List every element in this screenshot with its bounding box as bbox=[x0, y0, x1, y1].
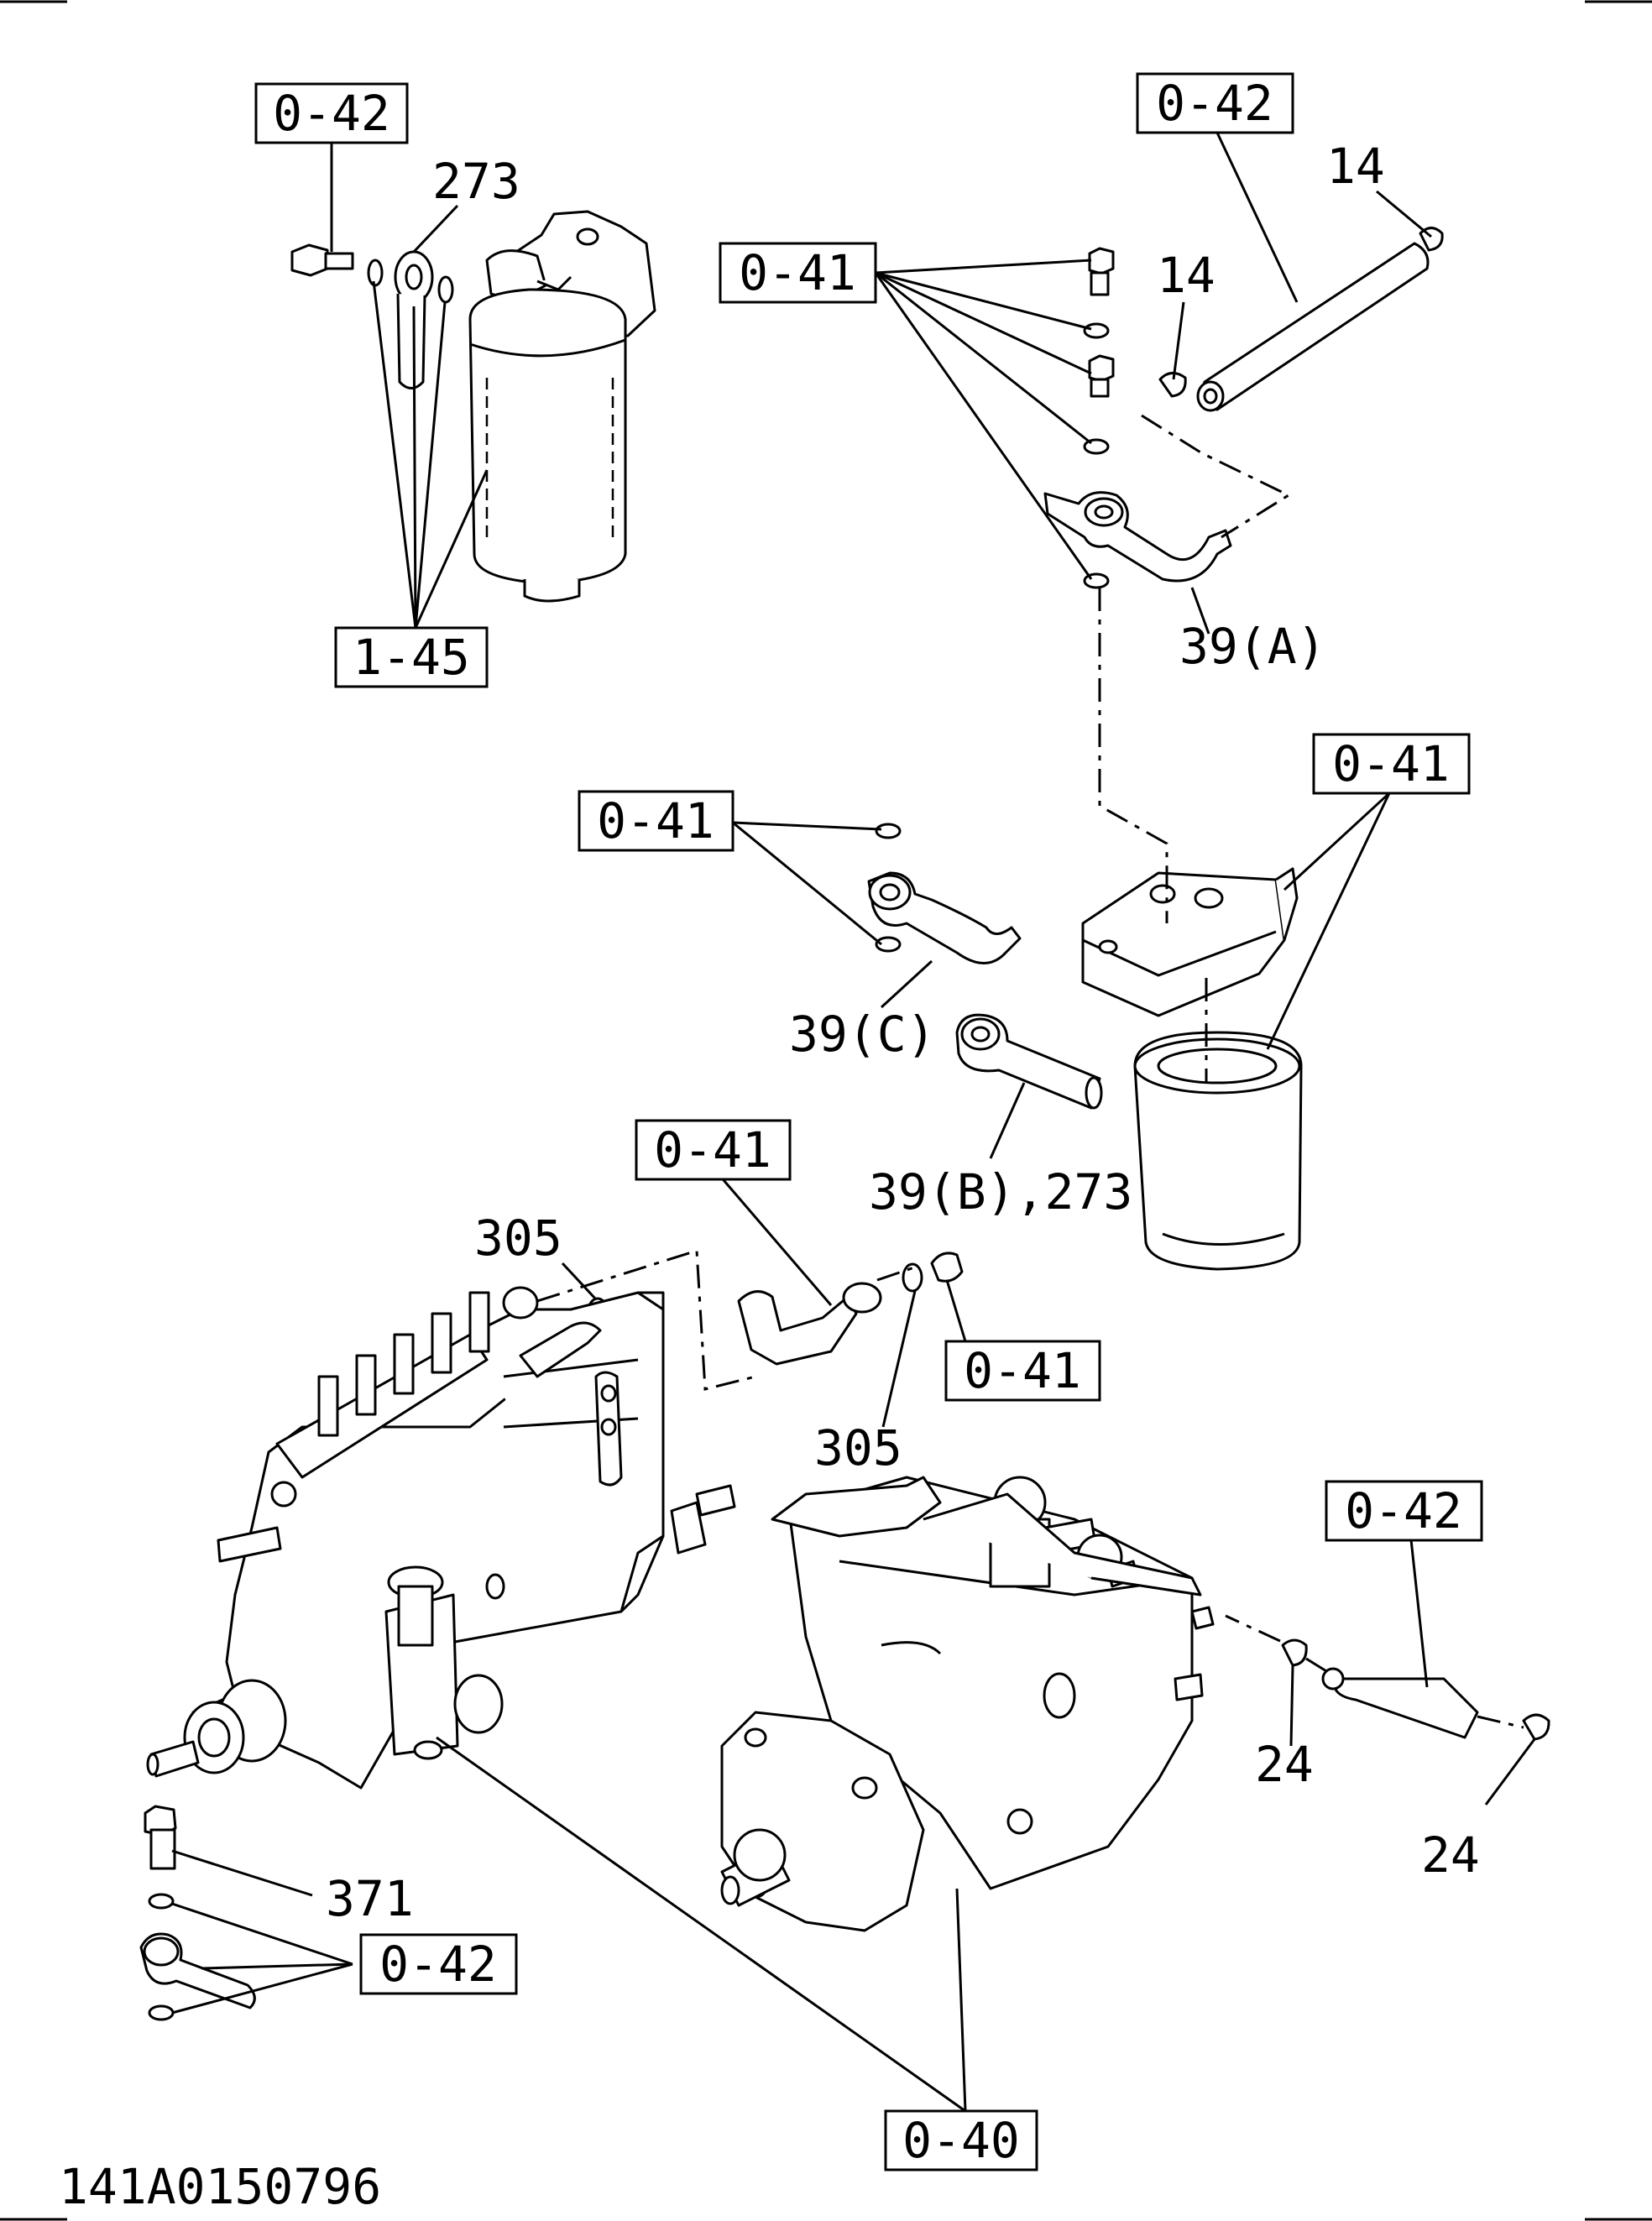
hose-clamps-24 bbox=[1281, 1638, 1550, 1741]
ref-box-label: 0-42 bbox=[379, 1936, 497, 1993]
part-label-24: 24 bbox=[1421, 1826, 1480, 1884]
ref-box-label: 0-41 bbox=[654, 1121, 771, 1178]
ref-box-0-41-overflow[interactable]: 0-41 bbox=[635, 1119, 792, 1181]
filter-head bbox=[1081, 867, 1299, 1017]
pipe-39a bbox=[1043, 491, 1232, 589]
part-label-14: 14 bbox=[1326, 138, 1385, 195]
ref-box-0-42-hose[interactable]: 0-42 bbox=[1325, 1480, 1483, 1542]
part-label-273: 273 bbox=[432, 153, 520, 210]
hose-clamps-14 bbox=[1158, 227, 1444, 398]
bolt-371-group bbox=[139, 1805, 256, 2021]
ref-box-1-45[interactable]: 1-45 bbox=[334, 626, 489, 688]
hose-upper bbox=[1196, 242, 1430, 412]
ref-box-0-42-bottom-left[interactable]: 0-42 bbox=[359, 1933, 518, 1995]
ref-box-0-41-pipe-c[interactable]: 0-41 bbox=[578, 790, 735, 852]
part-label-371: 371 bbox=[326, 1870, 414, 1927]
part-label-14: 14 bbox=[1157, 247, 1215, 304]
part-label-39a: 39(A) bbox=[1179, 618, 1326, 675]
ref-box-label: 0-41 bbox=[964, 1342, 1081, 1399]
drawing-number: 141A0150796 bbox=[59, 2158, 381, 2215]
ref-box-label: 0-42 bbox=[273, 85, 390, 142]
part-label-24: 24 bbox=[1255, 1736, 1314, 1793]
delivery-valves bbox=[317, 1291, 490, 1437]
ref-box-label: 1-45 bbox=[353, 629, 470, 686]
injection-pump bbox=[146, 1286, 736, 1790]
pipe-39c bbox=[867, 823, 1022, 964]
leader-lines bbox=[171, 132, 1536, 2113]
part-label-39c: 39(C) bbox=[789, 1006, 936, 1063]
ref-box-0-41-upper[interactable]: 0-41 bbox=[719, 242, 877, 304]
ref-box-label: 0-41 bbox=[597, 792, 714, 849]
ref-box-label: 0-40 bbox=[902, 2112, 1020, 2169]
part-label-305: 305 bbox=[474, 1210, 562, 1267]
ref-box-label: 0-42 bbox=[1345, 1482, 1462, 1539]
part-label-305: 305 bbox=[814, 1419, 902, 1476]
filter-cartridge bbox=[1133, 1031, 1303, 1271]
ref-box-label: 0-41 bbox=[1332, 735, 1450, 792]
ref-box-0-42-top-right[interactable]: 0-42 bbox=[1136, 72, 1294, 134]
hose-lower bbox=[1321, 1667, 1479, 1739]
ref-box-0-42-top-left[interactable]: 0-42 bbox=[254, 82, 409, 144]
ref-box-0-40[interactable]: 0-40 bbox=[884, 2109, 1038, 2171]
ref-box-label: 0-42 bbox=[1156, 75, 1273, 132]
distributor-pump bbox=[720, 1476, 1215, 1932]
ref-box-0-41-plug[interactable]: 0-41 bbox=[944, 1340, 1101, 1402]
part-label-39b-273: 39(B),273 bbox=[869, 1163, 1132, 1220]
pipe-39b bbox=[955, 1013, 1103, 1110]
overflow-pipe bbox=[587, 1252, 964, 1366]
fuel-filter-assembly bbox=[290, 210, 656, 603]
ref-box-label: 0-41 bbox=[739, 244, 856, 301]
ref-box-0-41-filter[interactable]: 0-41 bbox=[1312, 733, 1471, 795]
bolts-and-washers-041 bbox=[1083, 247, 1115, 455]
assembly-lines bbox=[536, 414, 1524, 1729]
